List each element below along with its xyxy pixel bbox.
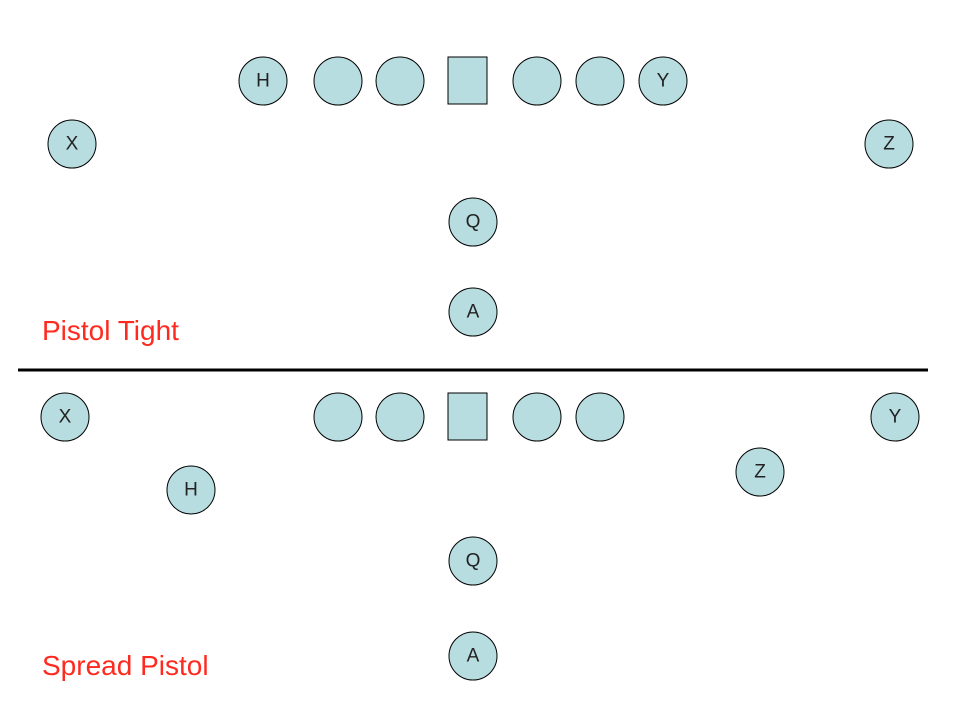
player-q: [448, 536, 498, 586]
formation-title: Spread Pistol: [42, 650, 209, 681]
player-a: [448, 631, 498, 681]
player-h-label: H: [184, 480, 198, 501]
player-q-label: Q: [466, 551, 481, 572]
player-y-label: Y: [889, 407, 902, 428]
lineman-right-guard: [512, 56, 562, 106]
formation-spread-pistol: X Y H Z Q A Spread Pistol: [40, 392, 920, 681]
player-z-label: Z: [883, 134, 895, 155]
lineman-right-tackle: [575, 392, 625, 442]
lineman-left-tackle: [313, 56, 363, 106]
player-z: [735, 447, 785, 497]
player-q: [448, 197, 498, 247]
player-x: [47, 119, 97, 169]
player-y: [870, 392, 920, 442]
player-h-label: H: [256, 71, 270, 92]
lineman-left-tackle: [313, 392, 363, 442]
player-z-label: Z: [754, 462, 766, 483]
player-y-label: Y: [657, 71, 670, 92]
player-a-label: A: [467, 646, 480, 667]
player-h: [238, 56, 288, 106]
lineman-right-guard: [512, 392, 562, 442]
formation-pistol-tight: H Y X Z Q A Pistol Tight: [42, 56, 914, 346]
player-h: [166, 465, 216, 515]
player-z: [864, 119, 914, 169]
player-a: [448, 287, 498, 337]
center-square: [447, 56, 488, 105]
player-x-label: X: [59, 407, 72, 428]
formation-title: Pistol Tight: [42, 315, 179, 346]
player-a-label: A: [467, 302, 480, 323]
player-q-label: Q: [466, 212, 481, 233]
lineman-left-guard: [375, 392, 425, 442]
lineman-right-tackle: [575, 56, 625, 106]
player-y: [638, 56, 688, 106]
center-square: [447, 392, 488, 441]
lineman-left-guard: [375, 56, 425, 106]
player-x-label: X: [66, 134, 79, 155]
player-x: [40, 392, 90, 442]
